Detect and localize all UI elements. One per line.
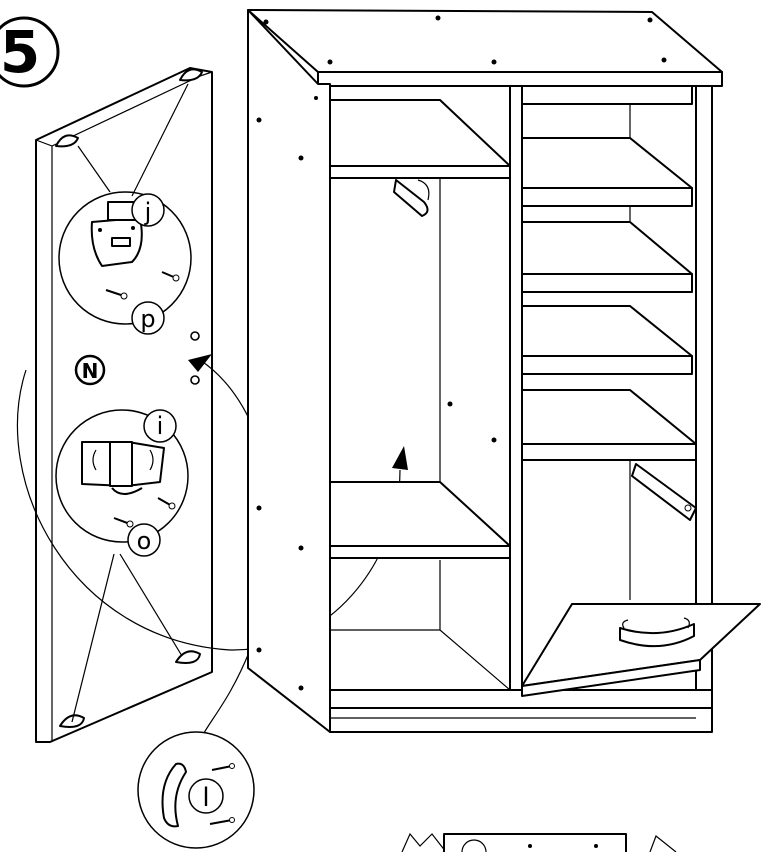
hinge-detail-top: j p bbox=[58, 83, 192, 335]
door-panel bbox=[35, 67, 213, 743]
hinge-bottom-label: i bbox=[157, 412, 164, 440]
door-marker: N bbox=[74, 354, 106, 386]
step-badge: 5 bbox=[0, 16, 60, 88]
arrow-marker bbox=[188, 354, 212, 372]
hinge-detail-bottom: i o bbox=[55, 409, 189, 723]
screw-top-label: p bbox=[140, 305, 155, 333]
hinge-top-label: j bbox=[144, 198, 152, 226]
handle-label: l bbox=[202, 783, 209, 813]
screw-bottom-label: o bbox=[137, 527, 152, 555]
next-step-preview bbox=[401, 832, 677, 852]
wardrobe-cabinet bbox=[247, 9, 761, 733]
arrow-marker bbox=[392, 446, 408, 470]
drawer bbox=[521, 603, 761, 697]
handle-detail: l bbox=[137, 731, 255, 849]
step-number: 5 bbox=[0, 18, 40, 86]
door-marker-label: N bbox=[82, 359, 99, 383]
